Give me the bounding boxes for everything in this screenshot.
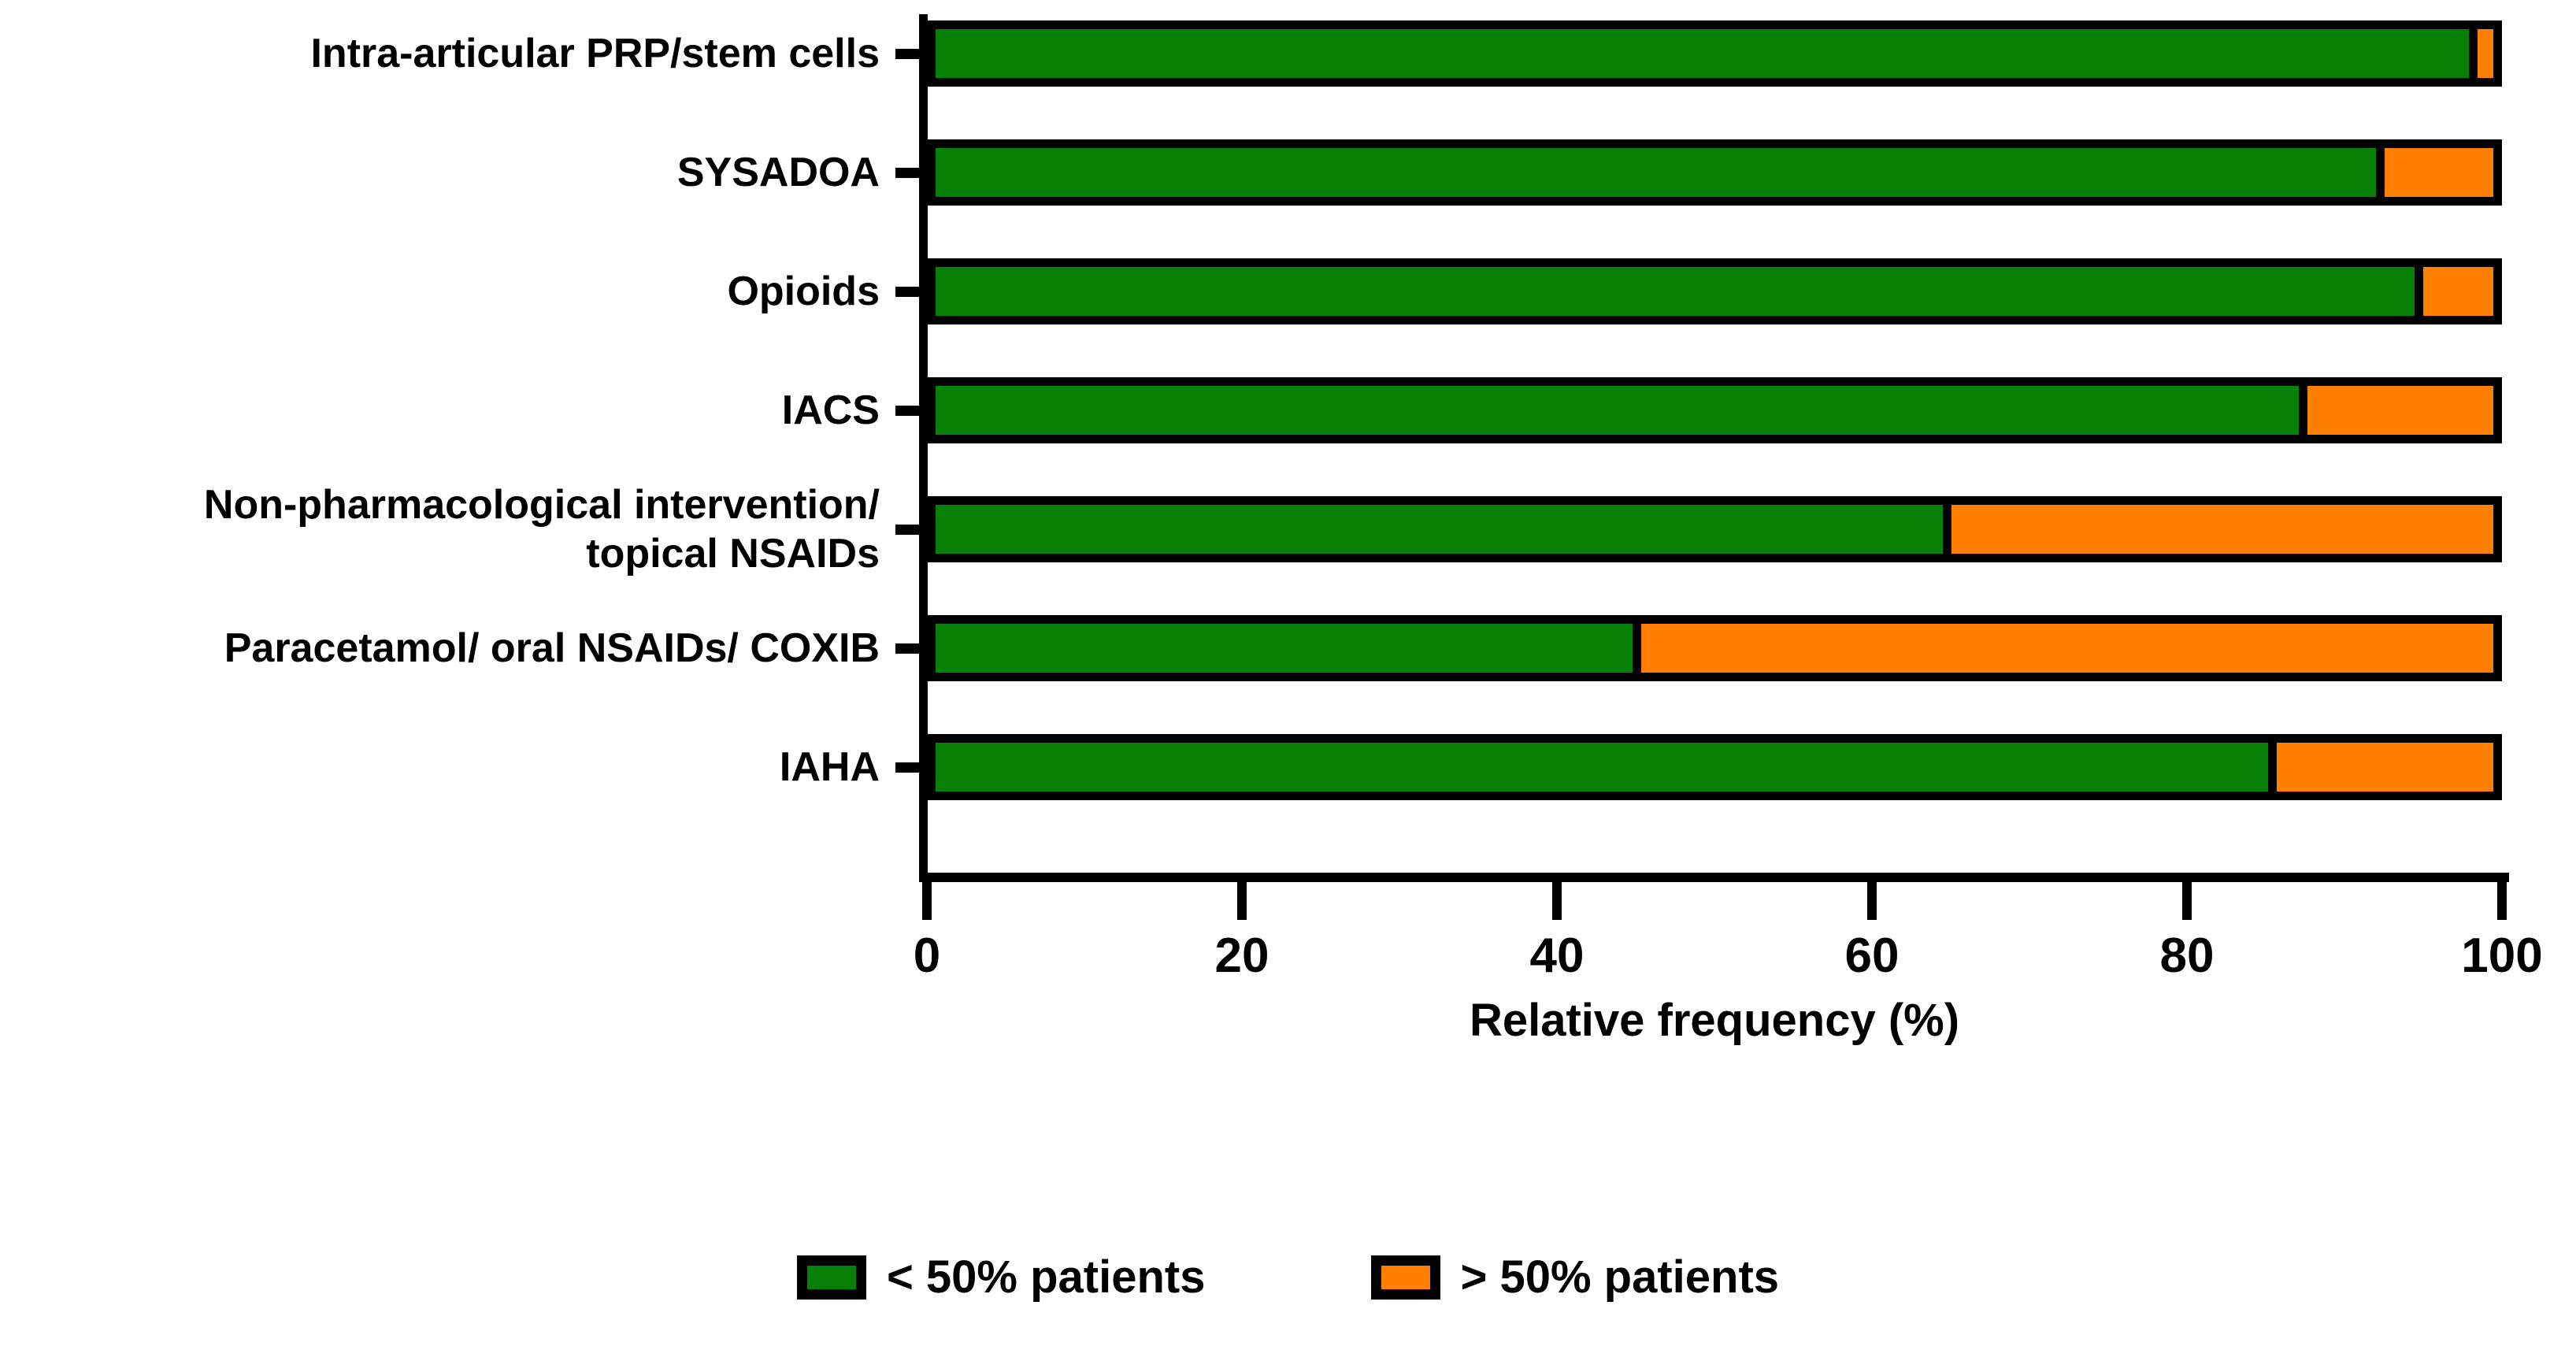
- bar-track: [927, 20, 2502, 87]
- y-axis-label-0: Intra-articular PRP/stem cells: [310, 31, 880, 76]
- bar-segment-under-50: [936, 29, 2470, 78]
- bar-segment-over-50: [2298, 386, 2493, 435]
- bar-segment-over-50: [2469, 29, 2493, 78]
- x-axis-spine: [919, 873, 2509, 882]
- bar-segment-over-50: [2415, 267, 2493, 316]
- x-axis-tick: [1552, 882, 1562, 920]
- y-axis-tick: [895, 168, 925, 178]
- bar-track: [927, 615, 2502, 681]
- bar-segment-under-50: [936, 386, 2299, 435]
- x-axis-tick-label-20: 20: [1214, 929, 1269, 983]
- y-axis-tick: [895, 643, 925, 654]
- bar-track: [927, 139, 2502, 206]
- x-axis-tick: [922, 882, 932, 920]
- legend-swatch-orange-icon: [1370, 1255, 1440, 1300]
- x-axis-tick-label-40: 40: [1529, 929, 1585, 983]
- y-axis-tick: [895, 49, 925, 59]
- bar-track: [927, 496, 2502, 562]
- x-axis-tick: [1237, 882, 1247, 920]
- y-axis-label-3: IACS: [781, 387, 880, 433]
- bar-segment-under-50: [936, 148, 2377, 197]
- x-axis-tick: [2497, 882, 2507, 920]
- y-axis-spine: [919, 14, 928, 873]
- y-axis-label-1: SYSADOA: [676, 150, 880, 195]
- x-axis-tick-label-100: 100: [2461, 929, 2543, 983]
- y-axis-tick: [895, 406, 925, 416]
- bar-segment-under-50: [936, 267, 2415, 316]
- bar-segment-over-50: [2267, 743, 2493, 792]
- bar-row: [927, 734, 2502, 800]
- y-axis-tick: [895, 525, 925, 535]
- bar-segment-over-50: [2376, 148, 2493, 197]
- bar-track: [927, 258, 2502, 324]
- bar-segment-under-50: [936, 505, 1943, 554]
- x-axis-tick-label-60: 60: [1844, 929, 1900, 983]
- bar-row: [927, 496, 2502, 562]
- legend-item-under-50[interactable]: < 50% patients: [796, 1251, 1206, 1303]
- y-axis-label-6: IAHA: [779, 744, 880, 790]
- bar-segment-over-50: [1633, 624, 2493, 673]
- bar-row: [927, 139, 2502, 206]
- bar-row: [927, 258, 2502, 324]
- bar-row: [927, 377, 2502, 443]
- x-axis-tick-label-0: 0: [913, 929, 941, 983]
- x-axis-title: Relative frequency (%): [1469, 995, 1960, 1046]
- bar-segment-under-50: [936, 624, 1633, 673]
- y-axis-label-4: Non-pharmacological intervention/ topica…: [203, 482, 880, 577]
- y-axis-label-5: Paracetamol/ oral NSAIDs/ COXIB: [224, 625, 880, 671]
- y-axis-label-2: Opioids: [727, 269, 880, 314]
- bar-track: [927, 734, 2502, 800]
- bar-segment-over-50: [1942, 505, 2493, 554]
- chart-legend: < 50% patients > 50% patients: [0, 1251, 2576, 1303]
- y-axis-tick: [895, 287, 925, 297]
- x-axis-tick: [2182, 882, 2192, 920]
- legend-item-over-50[interactable]: > 50% patients: [1370, 1251, 1780, 1303]
- bar-row: [927, 615, 2502, 681]
- bar-row: [927, 20, 2502, 87]
- y-axis-tick: [895, 762, 925, 773]
- legend-swatch-green-icon: [796, 1255, 866, 1300]
- x-axis-tick: [1867, 882, 1877, 920]
- bar-segment-under-50: [936, 743, 2268, 792]
- bar-track: [927, 377, 2502, 443]
- legend-label-under-50: < 50% patients: [886, 1251, 1206, 1303]
- legend-label-over-50: > 50% patients: [1460, 1251, 1780, 1303]
- x-axis-tick-label-80: 80: [2159, 929, 2215, 983]
